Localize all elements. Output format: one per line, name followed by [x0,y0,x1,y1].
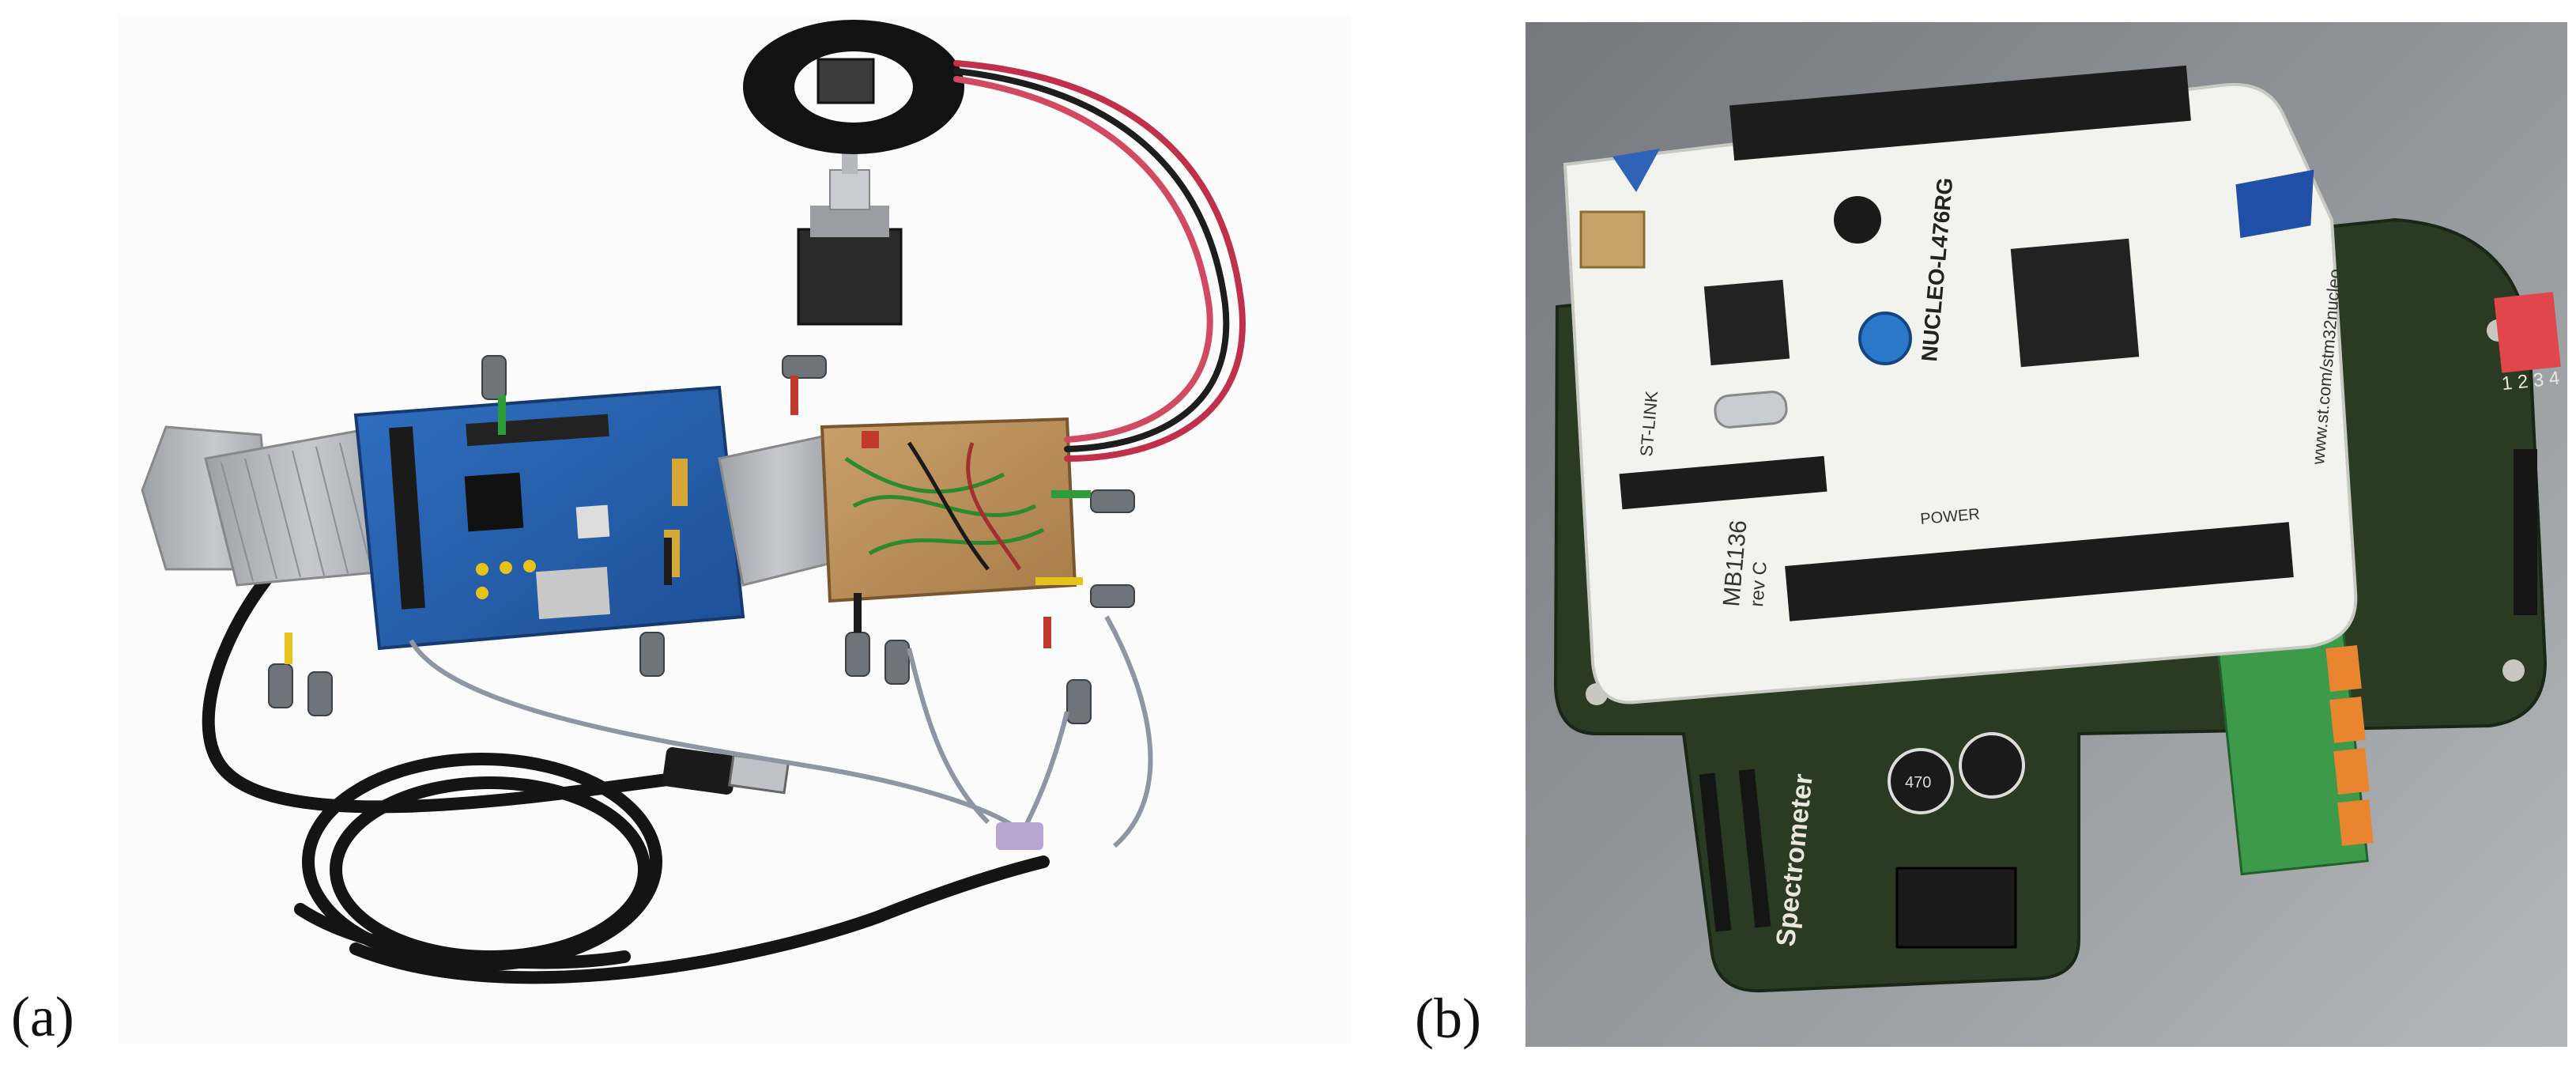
cable-connector [996,822,1043,850]
blue-eval-board [353,385,745,651]
board-rev-c-label: rev C [1746,561,1771,607]
hardware-setup-photo [141,20,1246,984]
reset-button [1834,196,1881,244]
arduino-header-bottom [1785,522,2294,621]
nucleo-logo-icon [1612,149,1660,192]
prototype-perfboard [820,417,1077,603]
st-logo-icon [2235,169,2314,239]
dc-jack [1895,867,2017,949]
stepper-motor [743,20,964,326]
test-probes [268,355,1135,724]
capacitor-value: 470 [1905,774,1931,791]
photo-panel-a [119,16,1352,1044]
panel-label-a: (a) [11,985,74,1048]
nucleo-board: NUCLEO-L476RG www.st.com/stm32nucleo MB1… [1563,65,2358,704]
dip-switch [2494,292,2561,373]
usb-cable [202,516,1050,984]
motor-cable [953,60,1246,462]
arduino-header-top [1729,65,2191,161]
usb-mini-connector [1579,210,1646,269]
terminal-block [2216,623,2374,876]
stlink-chip [1703,279,1790,366]
morpho-header [1619,455,1827,510]
signal-wires [409,615,1153,848]
nucleo-board-photo: 1 2 3 4 470 Spectrometer [1526,22,2567,1047]
photo-panel-b: 1 2 3 4 470 Spectrometer [1526,22,2567,1047]
capacitors: 470 [1888,732,2025,814]
user-button [1858,312,1912,365]
panel-label-b: (b) [1415,987,1481,1050]
mcu-chip [2010,238,2140,368]
usb-plug [662,747,790,795]
